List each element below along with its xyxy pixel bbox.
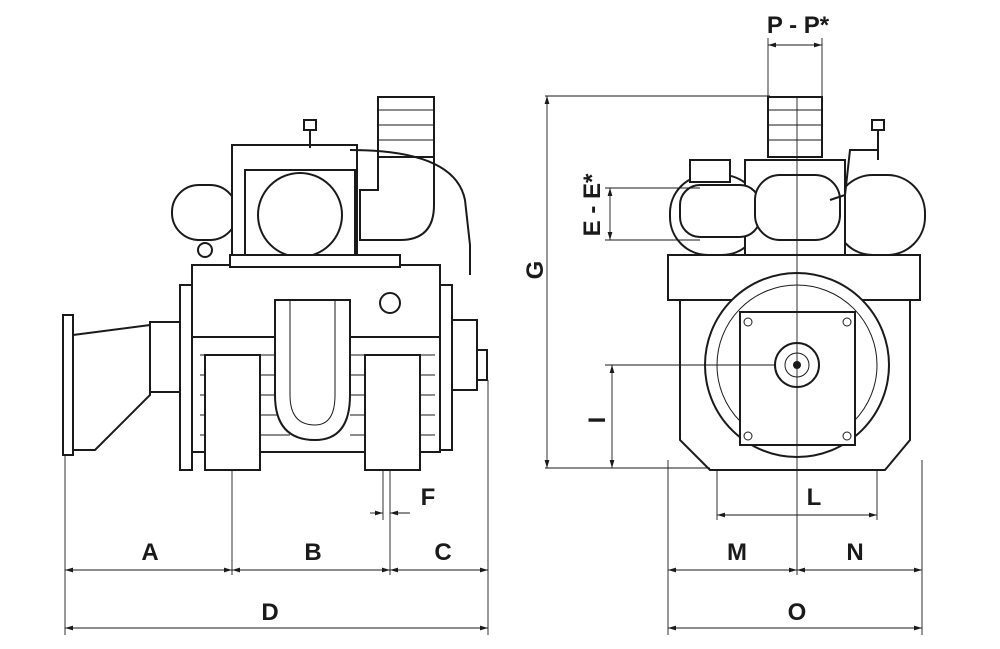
front-view [545,38,926,635]
inlet-flange [62,314,74,456]
dimension-labels: A B C D F G I E - E* P - P* L M N O [141,12,863,626]
dim-label-a: A [141,539,158,566]
dim-label-b: B [304,539,321,566]
dim-label-g: G [522,261,549,280]
left-foot [204,354,261,471]
dim-label-d: D [261,599,278,626]
right-foot [364,354,421,471]
inlet-pipe [72,323,151,451]
side-view [62,96,489,635]
dim-label-f: F [421,484,436,511]
dimension-lines [65,42,922,631]
dim-label-p: P - P* [767,12,830,39]
dim-label-n: N [846,539,863,566]
dim-label-i: I [584,417,611,424]
dim-label-o: O [788,599,807,626]
outlet-pipe-front [767,96,823,158]
dim-label-e: E - E* [579,173,606,236]
dim-label-m: M [727,539,747,566]
dim-label-c: C [434,539,451,566]
valve-sphere [257,172,343,258]
dim-label-l: L [807,484,822,511]
outlet-pipe [377,96,435,158]
